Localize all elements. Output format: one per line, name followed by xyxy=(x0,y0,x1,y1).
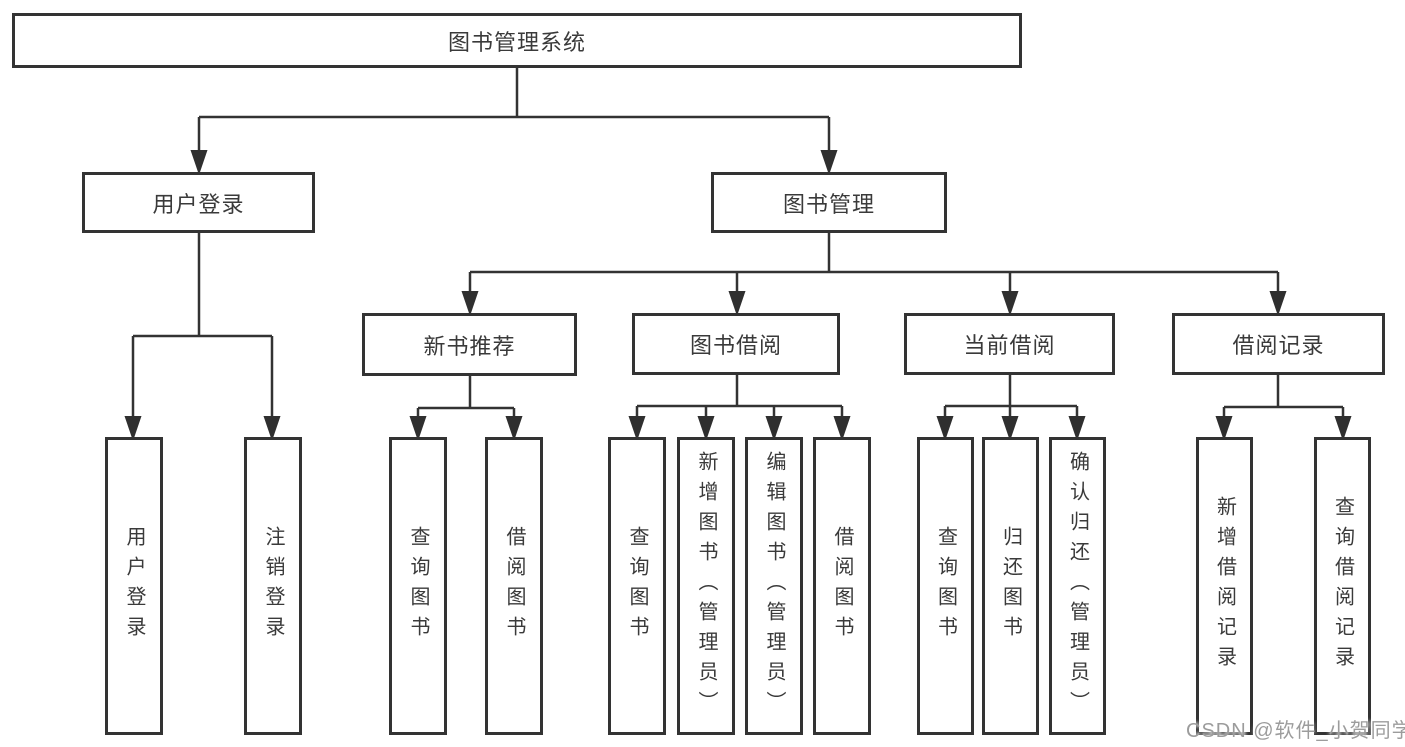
node-book-borrow: 图书借阅 xyxy=(632,313,840,375)
leaf-return-books-label: 归还图书 xyxy=(999,526,1022,646)
node-current-borrow: 当前借阅 xyxy=(904,313,1115,375)
leaf-edit-books-admin-label: 编辑图书（管理员） xyxy=(763,451,785,721)
leaf-borrow-books-label: 借阅图书 xyxy=(831,526,853,646)
leaf-query-books-recommend-label: 查询图书 xyxy=(407,526,429,646)
leaf-add-borrow-record: 新增借阅记录 xyxy=(1196,437,1253,735)
node-book-management: 图书管理 xyxy=(711,172,947,233)
leaf-query-books-borrow: 查询图书 xyxy=(608,437,666,735)
leaf-query-books-borrow-label: 查询图书 xyxy=(626,526,648,646)
leaf-query-books-current: 查询图书 xyxy=(917,437,974,735)
leaf-logout-login-label: 注销登录 xyxy=(262,526,284,646)
leaf-query-borrow-record: 查询借阅记录 xyxy=(1314,437,1371,735)
leaf-borrow-books-recommend-label: 借阅图书 xyxy=(503,526,525,646)
csdn-watermark: CSDN @软件_小贺同学 xyxy=(1186,720,1405,742)
leaf-confirm-return-admin: 确认归还（管理员） xyxy=(1049,437,1106,735)
node-new-book-recommend-label: 新书推荐 xyxy=(423,333,516,359)
node-user-login-label: 用户登录 xyxy=(152,191,245,217)
leaf-user-login: 用户登录 xyxy=(105,437,163,735)
node-book-borrow-label: 图书借阅 xyxy=(689,333,782,358)
arrowheads xyxy=(124,150,1352,441)
leaf-return-books: 归还图书 xyxy=(982,437,1039,735)
node-new-book-recommend: 新书推荐 xyxy=(362,313,577,376)
leaf-edit-books-admin: 编辑图书（管理员） xyxy=(745,437,803,735)
node-current-borrow-label: 当前借阅 xyxy=(963,333,1056,358)
leaf-query-books-recommend: 查询图书 xyxy=(389,437,447,735)
leaf-add-books-admin-label: 新增图书（管理员） xyxy=(695,451,717,721)
leaf-borrow-books-recommend: 借阅图书 xyxy=(485,437,543,735)
leaf-add-borrow-record-label: 新增借阅记录 xyxy=(1213,496,1236,676)
node-book-management-label: 图书管理 xyxy=(782,191,875,217)
node-root-system-label: 图书管理系统 xyxy=(447,29,586,55)
node-user-login: 用户登录 xyxy=(82,172,315,233)
leaf-add-books-admin: 新增图书（管理员） xyxy=(677,437,735,735)
leaf-user-login-label: 用户登录 xyxy=(123,526,145,646)
leaf-query-borrow-record-label: 查询借阅记录 xyxy=(1331,496,1354,676)
leaf-borrow-books: 借阅图书 xyxy=(813,437,871,735)
leaf-confirm-return-admin-label: 确认归还（管理员） xyxy=(1066,451,1089,721)
leaf-query-books-current-label: 查询图书 xyxy=(934,526,957,646)
node-root-system: 图书管理系统 xyxy=(12,13,1022,68)
node-borrow-record-label: 借阅记录 xyxy=(1232,333,1325,358)
leaf-logout-login: 注销登录 xyxy=(244,437,302,735)
node-borrow-record: 借阅记录 xyxy=(1172,313,1385,375)
